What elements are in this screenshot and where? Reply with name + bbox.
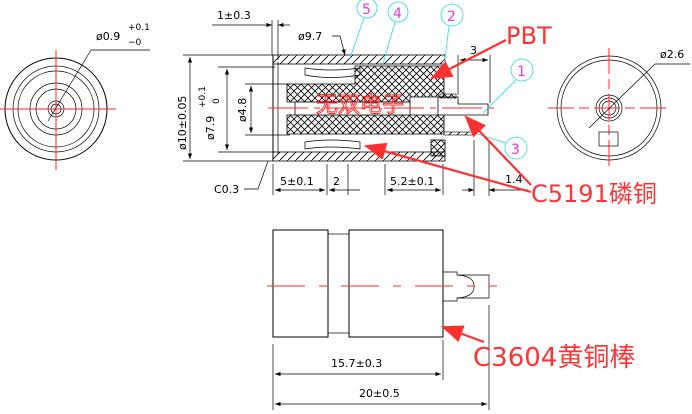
segment-3-label: 5.2±0.1 <box>390 175 434 188</box>
segment-2-label: 2 <box>333 175 340 188</box>
balloon-5: 5 <box>362 2 371 18</box>
inner-tol-plus: +0.1 <box>198 86 208 108</box>
inner-tol-minus: 0 <box>212 98 222 104</box>
chamfer-label: C0.3 <box>214 183 239 196</box>
material-c3604: C3604黄铜棒 <box>473 343 635 373</box>
material-callouts: PBT C5191磷铜 C3604黄铜棒 <box>363 22 657 373</box>
right-end-view: ø2.6 <box>548 48 690 168</box>
segment-1-label: 5±0.1 <box>280 175 314 188</box>
section-view: ø10±0.05 ø7.9 +0.1 0 ø4.8 1±0.3 ø9.7 3 5… <box>176 9 528 196</box>
outer-diameter-label: ø10±0.05 <box>176 96 189 150</box>
pin-tol-minus: −0 <box>128 38 142 48</box>
balloons: 5 4 2 1 3 <box>349 0 534 160</box>
watermark-text: 无双电子 <box>316 93 404 118</box>
material-pbt: PBT <box>506 22 552 50</box>
balloon-3: 3 <box>511 142 520 158</box>
balloon-4: 4 <box>393 6 402 22</box>
bottom-outside-view: 15.7±0.3 20±0.5 <box>267 229 497 410</box>
bore-diameter-label: ø4.8 <box>236 98 249 122</box>
pin-diameter-label: ø0.9 <box>96 30 120 43</box>
right-pin-diameter-label: ø2.6 <box>660 48 684 61</box>
total-length-label: 20±0.5 <box>359 387 400 400</box>
tab-offset-label: 1.4 <box>505 173 523 186</box>
balloon-1: 1 <box>517 64 526 80</box>
material-c5191: C5191磷铜 <box>531 180 657 208</box>
outer-step-label: ø9.7 <box>298 30 322 43</box>
left-end-view: ø0.9 +0.1 −0 <box>0 23 150 170</box>
pin-protrusion-label: 3 <box>470 44 477 57</box>
balloon-2: 2 <box>447 9 456 25</box>
body-length-label: 15.7±0.3 <box>331 357 382 370</box>
inner-diameter-label: ø7.9 <box>204 116 217 140</box>
flange-width-label: 1±0.3 <box>217 9 251 22</box>
pin-tol-plus: +0.1 <box>128 23 150 33</box>
